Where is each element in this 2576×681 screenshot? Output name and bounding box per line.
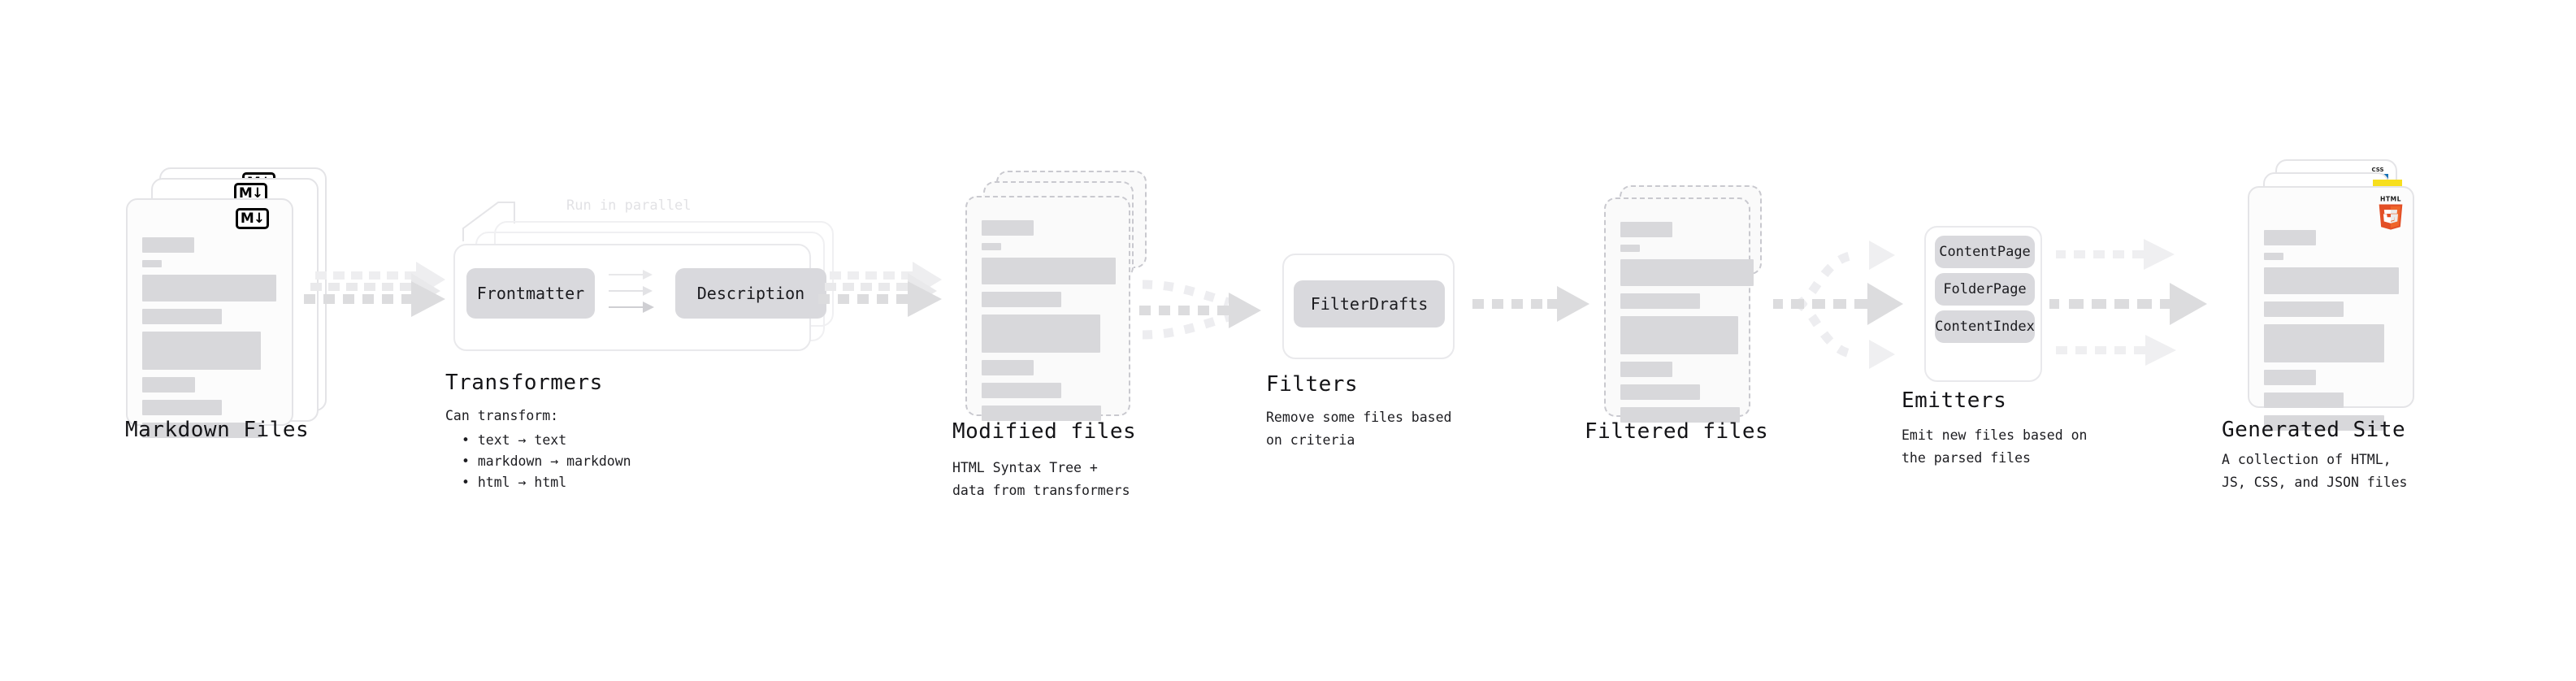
stage-title-generated-site: Generated Site [2222, 418, 2406, 442]
filtered-card-front [1604, 197, 1754, 423]
content-bar [1620, 407, 1740, 423]
arrow-markdown-to-transformers [304, 262, 445, 317]
content-bar [142, 400, 222, 415]
content-bar [142, 237, 194, 253]
markdown-badge: M↓ [236, 208, 269, 229]
content-bar [142, 275, 276, 301]
svg-text:HTML: HTML [2380, 196, 2401, 203]
content-bar [982, 406, 1101, 421]
transformers-description-item: • html → html [462, 475, 567, 490]
content-bar [2264, 415, 2384, 431]
arrow-filtered-files-to-emitters [1773, 241, 1903, 369]
emitters-description-line1: Emit new files based on [1902, 427, 2088, 443]
transformer-pill-description[interactable]: Description [675, 268, 826, 319]
generated-card-content [2264, 230, 2400, 438]
content-bar [2264, 393, 2344, 408]
content-bar [142, 332, 261, 370]
stage-title-modified-files: Modified files [952, 419, 1137, 444]
modified-card-content [982, 220, 1116, 428]
content-bar [982, 383, 1061, 398]
generated-site-description-line2: JS, CSS, and JSON files [2222, 475, 2408, 490]
content-bar [2264, 324, 2384, 362]
content-bar [142, 423, 262, 438]
content-bar [1620, 293, 1700, 309]
content-bar [142, 260, 162, 267]
modified-files-description-line2: data from transformers [952, 483, 1130, 498]
arrow-transformers-to-modified-files [818, 262, 942, 317]
content-bar [982, 314, 1100, 353]
modified-files-description-line1: HTML Syntax Tree + [952, 460, 1098, 475]
emitters-pill-folderpage[interactable]: FolderPage [1935, 273, 2035, 306]
content-bar [982, 292, 1061, 307]
filters-description-line2: on criteria [1266, 432, 1355, 448]
filtered-card-content [1620, 222, 1754, 430]
content-bar [142, 309, 222, 324]
stage-title-markdown-files: Markdown Files [125, 418, 310, 442]
content-bar [1620, 316, 1738, 354]
content-bar [982, 243, 1001, 250]
modified-card-front [965, 196, 1130, 421]
content-bar [1620, 384, 1700, 400]
generated-site-description-line1: A collection of HTML, [2222, 452, 2392, 467]
content-bar [1620, 362, 1672, 377]
transformers-description-item: • text → text [462, 432, 567, 448]
stage-title-filters: Filters [1266, 372, 1359, 397]
transformer-inner-arrows [609, 270, 654, 313]
transformers-description-item: • markdown → markdown [462, 453, 631, 469]
html5-icon: HTML [2379, 196, 2403, 230]
stage-title-filtered-files: Filtered files [1585, 419, 1769, 444]
arrow-filters-to-filtered-files [1472, 286, 1589, 322]
run-in-parallel-leader [462, 202, 515, 241]
content-bar [2264, 253, 2283, 260]
content-bar [982, 258, 1116, 284]
content-bar [1620, 245, 1640, 252]
css-badge-label: CSS [2371, 167, 2384, 173]
content-bar [2264, 230, 2316, 245]
content-bar [1620, 259, 1754, 286]
arrow-emitters-to-generated-site [2049, 239, 2207, 366]
transformers-description-heading: Can transform: [445, 408, 559, 423]
content-bar [2264, 370, 2316, 385]
content-bar [982, 220, 1034, 236]
emitters-pill-contentpage[interactable]: ContentPage [1935, 236, 2035, 268]
markdown-card-front: M↓ [126, 198, 293, 438]
content-bar [2264, 267, 2399, 294]
content-bar [982, 360, 1034, 375]
emitters-pill-contentindex[interactable]: ContentIndex [1935, 310, 2035, 343]
stage-title-transformers: Transformers [445, 371, 603, 395]
transformer-pill-frontmatter[interactable]: Frontmatter [466, 268, 595, 319]
stage-title-emitters: Emitters [1902, 388, 2007, 413]
filters-pill-filterdrafts[interactable]: FilterDrafts [1294, 280, 1445, 327]
generated-card-html-front: HTML [2248, 186, 2414, 431]
filters-description-line1: Remove some files based [1266, 410, 1452, 425]
emitters-description-line2: the parsed files [1902, 450, 2031, 466]
content-bar [142, 377, 195, 393]
markdown-card-content [142, 237, 279, 445]
content-bar [1620, 222, 1672, 237]
run-in-parallel-label: Run in parallel [566, 197, 692, 214]
content-bar [2264, 301, 2344, 317]
arrow-modified-files-to-filters [1139, 280, 1261, 340]
